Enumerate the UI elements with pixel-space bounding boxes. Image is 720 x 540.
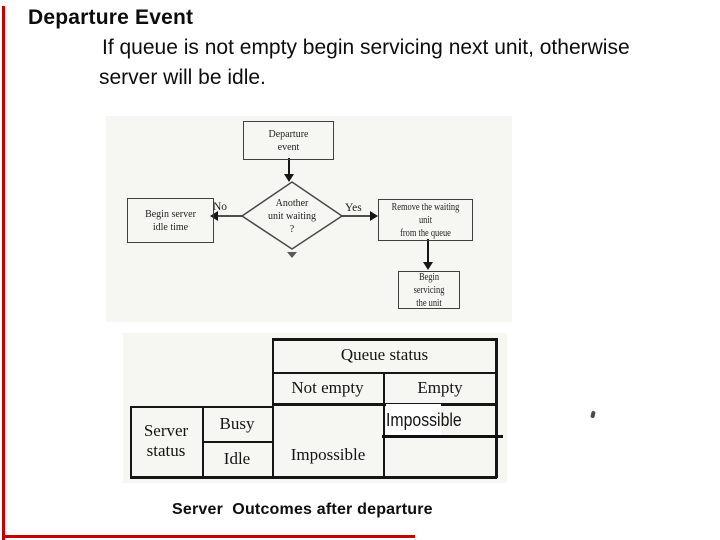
body-text-line1: If queue is not empty begin servicing ne… [102, 36, 630, 59]
body-text-line2: server will be idle. [99, 66, 266, 89]
flowchart-connectors [210, 158, 433, 270]
arrowhead-down-icon [284, 174, 294, 182]
table-border-left-section-top [130, 406, 272, 408]
table-header-queue-status: Queue status [340, 345, 429, 365]
flowchart-node-remove-unit-label: Remove the waiting unit from the queue [391, 201, 460, 239]
table-border-left-vertical [130, 406, 132, 478]
table-border-right-vertical [495, 338, 498, 478]
impossible-underline [382, 435, 503, 438]
decision-diamond [240, 181, 344, 250]
flowchart-decision-label: Another unit waiting ? [267, 198, 317, 235]
table-header-server-status: Server status [143, 421, 189, 460]
page-title: Departure Event [28, 6, 194, 29]
flowchart: Departure event Begin server idle time A… [106, 116, 512, 322]
outcomes-table: Queue status Not empty Empty Server stat… [123, 333, 507, 483]
table-caption: Server Outcomes after departure [172, 501, 433, 518]
arrowhead-left-icon [210, 211, 218, 221]
table-cell-busy-not-empty [273, 405, 381, 435]
table-col-not-empty: Not empty [291, 377, 364, 397]
table-border-busy-idle-divider [202, 441, 272, 443]
table-cell-busy-empty: Impossible [386, 409, 462, 430]
table-cell-idle-empty [385, 439, 495, 475]
diamond-tail-mark [287, 252, 297, 258]
arrowhead-down2-icon [423, 262, 433, 270]
table-row-busy: Busy [219, 413, 255, 433]
table-row-idle: Idle [223, 448, 251, 468]
flowchart-node-begin-servicing-label: Begin servicing the unit [413, 271, 445, 309]
scan-artifact-mark [590, 410, 596, 419]
flowchart-node-departure-event: Departure event [243, 121, 334, 160]
table-cell-idle-not-empty: Impossible [290, 445, 366, 465]
table-border-mid-left-vertical [272, 338, 274, 478]
table-border-column-divider [383, 372, 385, 478]
edge-label-yes: Yes [345, 202, 362, 214]
table-col-empty: Empty [417, 377, 463, 397]
table-border-bottom [130, 476, 497, 479]
arrowhead-right-icon [370, 211, 378, 221]
slide-accent-bottom-border [2, 535, 415, 538]
slide-accent-left-border [2, 6, 5, 540]
table-border-under-col-headers [272, 403, 497, 406]
edge-label-no: No [213, 201, 228, 213]
table-border-top-right [272, 338, 497, 341]
flowchart-node-remove-unit: Remove the waiting unit from the queue [378, 199, 473, 241]
table-border-under-queue-header [272, 372, 497, 374]
flowchart-node-begin-idle: Begin server idle time [127, 198, 214, 243]
flowchart-node-begin-servicing: Begin servicing the unit [398, 271, 460, 309]
impossible-overlay-patch [386, 404, 441, 435]
